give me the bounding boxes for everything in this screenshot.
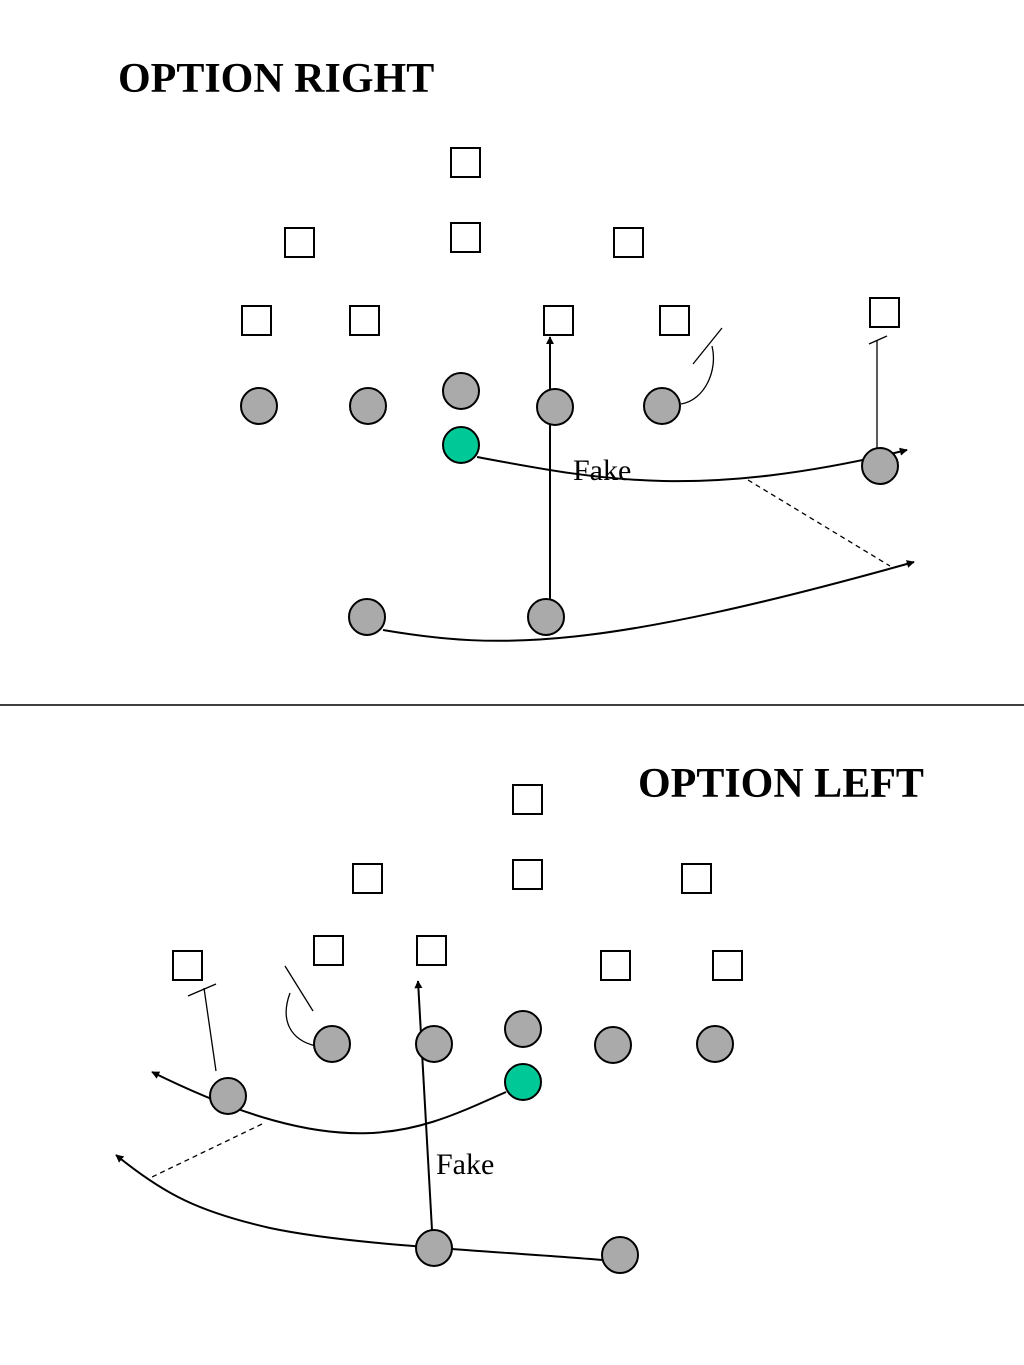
pitch-dashed-line	[151, 1123, 263, 1178]
quarterback-option-route	[151, 1071, 507, 1135]
defender-square	[172, 950, 203, 981]
offensive-player	[601, 1236, 639, 1274]
offensive-player	[861, 447, 899, 485]
defender-square	[512, 859, 543, 890]
defender-square	[712, 950, 743, 981]
defender-square	[450, 147, 481, 178]
defender-square	[352, 863, 383, 894]
offensive-player	[504, 1010, 542, 1048]
play-option-right: OPTION RIGHT	[118, 56, 915, 642]
block-tick	[868, 335, 888, 345]
block-curve	[285, 992, 317, 1047]
routes	[382, 327, 915, 642]
block-line	[203, 987, 217, 1072]
pitch-route	[115, 1154, 603, 1261]
block-tick	[187, 983, 217, 997]
defender-square	[543, 305, 574, 336]
defender-square	[600, 950, 631, 981]
defender-square	[284, 227, 315, 258]
block-tick	[692, 327, 723, 365]
offense	[240, 372, 899, 636]
pitch-dashed-line	[747, 479, 891, 567]
offensive-player	[415, 1229, 453, 1267]
offensive-player	[442, 372, 480, 410]
defender-square	[416, 935, 447, 966]
pitch-route	[382, 560, 915, 642]
offensive-player	[643, 387, 681, 425]
offensive-player	[527, 598, 565, 636]
defense	[172, 784, 743, 981]
offensive-player	[594, 1026, 632, 1064]
offensive-player	[348, 598, 386, 636]
offensive-player	[313, 1025, 351, 1063]
defender-square	[512, 784, 543, 815]
offensive-player	[415, 1025, 453, 1063]
play-title: OPTION LEFT	[638, 761, 924, 807]
quarterback-option-route	[476, 447, 908, 483]
offensive-player	[349, 387, 387, 425]
defender-square	[659, 305, 690, 336]
play-option-left: OPTION LEFT	[115, 761, 924, 1274]
defender-square	[313, 935, 344, 966]
offensive-player	[536, 388, 574, 426]
block-curve	[680, 345, 715, 405]
fake-label: Fake	[436, 1148, 494, 1181]
defender-square	[869, 297, 900, 328]
play-title: OPTION RIGHT	[118, 56, 434, 102]
routes	[115, 965, 603, 1261]
defender-square	[241, 305, 272, 336]
offense	[209, 1010, 734, 1274]
fullback-dive-route	[414, 980, 433, 1231]
defender-square	[681, 863, 712, 894]
offensive-player	[209, 1077, 247, 1115]
defender-square	[613, 227, 644, 258]
quarterback-player	[442, 426, 480, 464]
defense	[241, 147, 900, 336]
block-tick	[284, 965, 314, 1012]
defender-square	[450, 222, 481, 253]
offensive-player	[696, 1025, 734, 1063]
fake-label: Fake	[573, 454, 631, 487]
offensive-player	[240, 387, 278, 425]
defender-square	[349, 305, 380, 336]
quarterback-player	[504, 1063, 542, 1101]
